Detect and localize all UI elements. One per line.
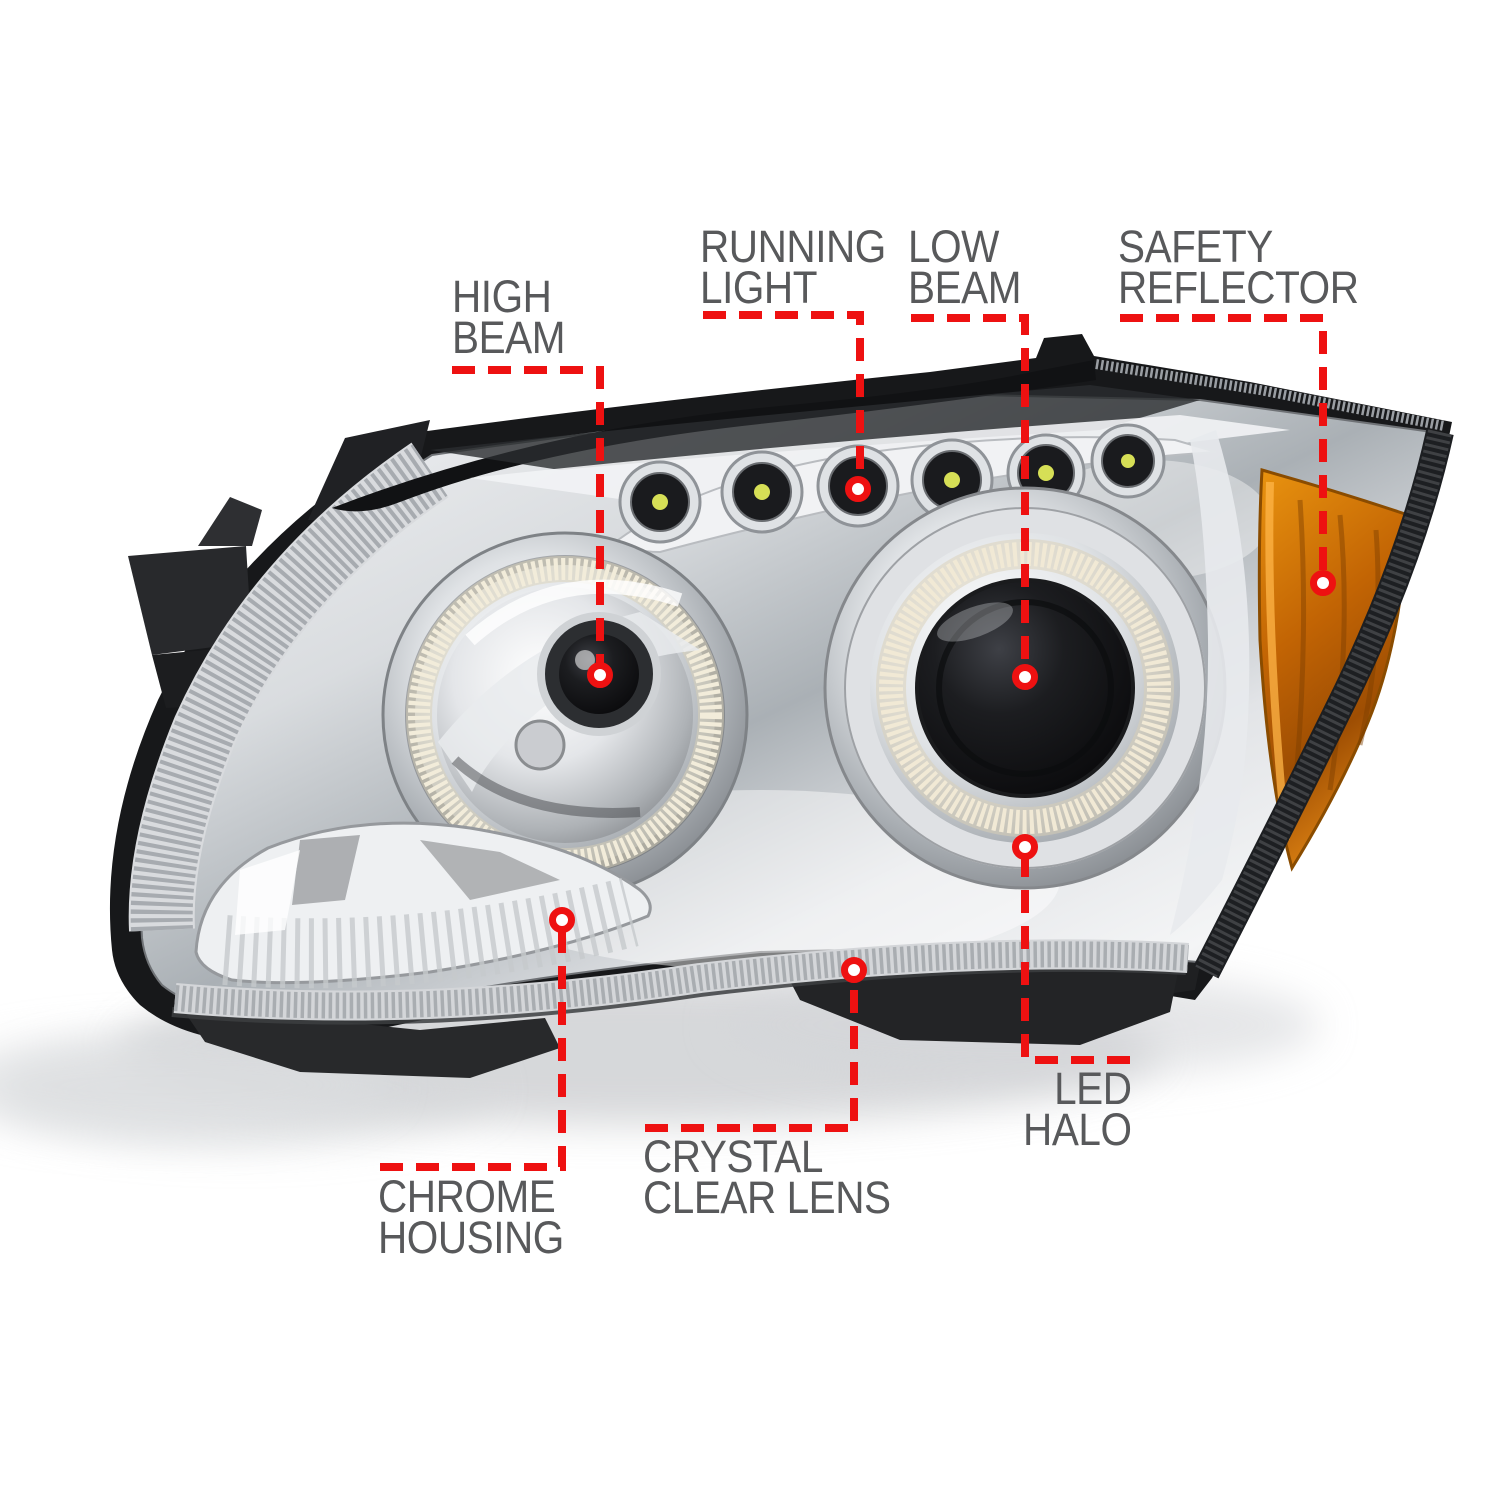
high-beam-lamp xyxy=(381,531,749,899)
label-line: CRYSTAL xyxy=(643,1131,823,1182)
right-edge-trim xyxy=(1193,429,1454,979)
callout-line-running-light xyxy=(703,311,864,489)
callout-line-led-halo xyxy=(1021,847,1130,1064)
label-line: HALO xyxy=(1023,1104,1133,1155)
callout-dot-high-beam xyxy=(587,662,613,688)
callout-dot-crystal-clear-lens xyxy=(841,957,867,983)
callout-dot-led-halo xyxy=(1012,834,1038,860)
callout-line-high-beam xyxy=(452,366,604,675)
callout-line-low-beam xyxy=(911,314,1029,677)
led-running-light xyxy=(618,460,702,544)
label-line: CHROME xyxy=(378,1171,556,1222)
label-line: LIGHT xyxy=(700,262,818,313)
bottom-ribbed-edge xyxy=(171,939,1189,1025)
callout-line-chrome-housing xyxy=(380,921,566,1171)
label-chrome-housing: CHROME HOUSING xyxy=(378,1171,564,1263)
label-line: HIGH xyxy=(452,271,552,322)
callout-dot-low-beam xyxy=(1012,664,1038,690)
chrome-housing-ribbed-edge xyxy=(128,442,449,932)
label-line: BEAM xyxy=(908,262,1021,313)
label-line: HOUSING xyxy=(378,1212,564,1263)
label-led-halo: LED HALO xyxy=(1023,1063,1133,1155)
label-crystal-clear-lens: CRYSTAL CLEAR LENS xyxy=(643,1131,891,1223)
callout-line-safety-reflector xyxy=(1120,314,1327,583)
label-running-light: RUNNING LIGHT xyxy=(700,221,886,313)
label-line: RUNNING xyxy=(700,221,886,272)
label-safety-reflector: SAFETY REFLECTOR xyxy=(1118,221,1359,313)
label-line: CLEAR LENS xyxy=(643,1172,891,1223)
callout-dot-running-light xyxy=(845,476,871,502)
label-line: LOW xyxy=(908,221,999,272)
label-high-beam: HIGH BEAM xyxy=(452,271,565,363)
label-line: LED xyxy=(1054,1063,1133,1114)
turn-signal-lens xyxy=(194,821,652,989)
label-line: SAFETY xyxy=(1118,221,1273,272)
label-line: REFLECTOR xyxy=(1118,262,1359,313)
label-line: BEAM xyxy=(452,312,565,363)
label-low-beam: LOW BEAM xyxy=(908,221,1021,313)
callout-dot-chrome-housing xyxy=(549,907,575,933)
led-running-light xyxy=(720,450,804,534)
led-running-light-strip xyxy=(616,423,1217,554)
callout-line-crystal-clear-lens xyxy=(645,970,858,1132)
led-running-light xyxy=(1090,423,1166,499)
callout-dot-safety-reflector xyxy=(1310,570,1336,596)
